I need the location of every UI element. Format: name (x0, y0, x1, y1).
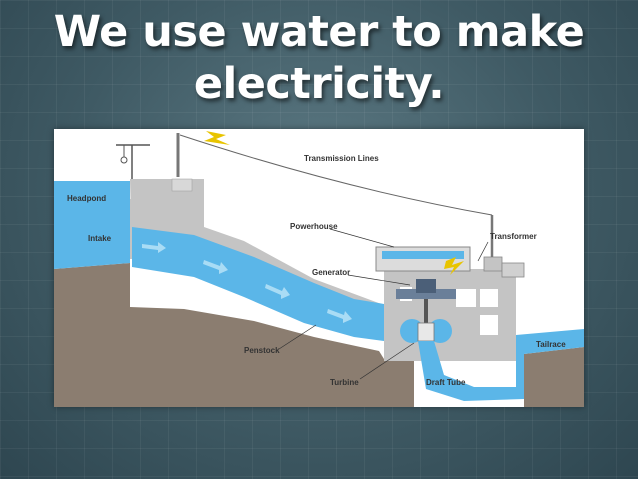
draft-tube-water (418, 341, 524, 401)
transmission-lightning-icon (204, 131, 230, 145)
hydroelectric-diagram-svg: Transmission Lines Headpond Intake Power… (54, 129, 584, 407)
ground-middle (384, 361, 414, 407)
label-generator: Generator (312, 268, 350, 277)
slide-title-line-1: We use water to make (53, 7, 585, 57)
slide-title: We use water to make electricity. (0, 6, 638, 110)
generator-top (416, 279, 436, 293)
label-penstock: Penstock (244, 346, 280, 355)
transformer-box (483, 256, 503, 272)
penstock-leader (278, 324, 317, 350)
flow-arrow (203, 260, 228, 274)
tailrace-water (516, 329, 584, 391)
powerhouse-window (480, 315, 498, 335)
generator-leader (347, 274, 411, 286)
ground-left (54, 263, 384, 407)
label-tailrace: Tailrace (536, 340, 566, 349)
label-turbine: Turbine (330, 378, 359, 387)
penstock-pipe (132, 227, 384, 341)
label-powerhouse: Powerhouse (290, 222, 338, 231)
flow-arrow (142, 242, 166, 253)
powerhouse-window (480, 289, 498, 307)
transformer-leader (477, 241, 489, 262)
flow-arrow (265, 284, 290, 299)
hydroelectric-diagram: Transmission Lines Headpond Intake Power… (54, 129, 584, 407)
slide-title-line-2: electricity. (193, 59, 445, 109)
dam-gatehouse (171, 178, 193, 192)
label-draft-tube: Draft Tube (426, 378, 466, 387)
label-transformer: Transformer (490, 232, 537, 241)
turbine-runner (417, 322, 435, 342)
label-transmission-lines: Transmission Lines (304, 154, 379, 163)
dam-structure (130, 179, 384, 319)
crane-hook (120, 156, 128, 164)
powerhouse-window (456, 289, 476, 307)
flow-arrow (327, 309, 352, 323)
ground-right (524, 347, 584, 407)
label-headpond: Headpond (67, 194, 106, 203)
powerhouse-crane-rail (382, 251, 464, 259)
headpond-water (54, 181, 130, 269)
label-intake: Intake (88, 234, 112, 243)
transformer-housing (501, 262, 525, 278)
generator-body (396, 289, 456, 299)
powerhouse-lightning-icon (444, 257, 464, 275)
transmission-line-cable (179, 134, 493, 216)
turbine-leader (359, 342, 415, 380)
powerhouse-leader (329, 228, 395, 248)
